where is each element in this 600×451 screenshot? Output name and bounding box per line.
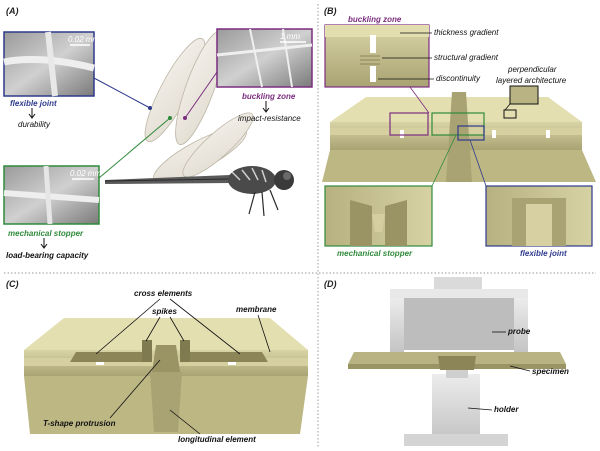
connector-mechanical-stopper — [98, 117, 171, 179]
panel-c: (C) cross elements spikes membrane T-sha… — [6, 279, 308, 444]
panel-c-label: (C) — [6, 279, 19, 289]
longitudinal-ridge-b — [446, 92, 472, 182]
durability-label: durability — [18, 120, 51, 129]
cross-elements-label: cross elements — [134, 289, 193, 298]
probe-illustration — [390, 277, 528, 352]
cross-element-right — [186, 352, 268, 362]
layered-detail — [509, 85, 539, 105]
flexible-joint-label: flexible joint — [10, 99, 57, 108]
buckling-zone-label-a: buckling zone — [242, 92, 296, 101]
specimen-label: specimen — [532, 367, 569, 376]
membrane-label: membrane — [236, 305, 277, 314]
structural-gradient-label: structural gradient — [434, 53, 499, 62]
holder-label: holder — [494, 405, 519, 414]
panel-b: (B) buckling zone thickness gradient str… — [322, 6, 596, 258]
thickness-gradient-label: thickness gradient — [434, 28, 499, 37]
dragonfly-illustration — [104, 31, 294, 217]
panel-c-specimen — [24, 318, 308, 434]
spikes-label: spikes — [152, 307, 177, 316]
sem-inset-buckling-zone: 1 mm — [216, 28, 313, 88]
load-bearing-label: load-bearing capacity — [6, 251, 89, 260]
mechanical-stopper-inset — [324, 134, 457, 247]
longitudinal-label: longitudinal element — [178, 435, 256, 444]
connector-flexible-joint — [93, 77, 151, 109]
buckling-zone-label-b: buckling zone — [348, 15, 402, 24]
panel-d-label: (D) — [324, 279, 337, 289]
perpendicular-label: perpendicular — [507, 65, 557, 74]
t-shape-label: T-shape protrusion — [43, 419, 116, 428]
longitudinal-element-c — [150, 372, 182, 432]
panel-b-label: (B) — [324, 6, 337, 16]
spike-left — [142, 340, 152, 362]
scale-bar-flexible-label: 0.02 mm — [68, 35, 99, 44]
connector-buckling-zone — [184, 71, 218, 119]
spike-right — [180, 340, 190, 362]
specimen-d — [348, 352, 566, 370]
layered-architecture-label: layered architecture — [496, 76, 567, 85]
panel-a: (A) 0.02 mm flexible join — [3, 6, 313, 260]
layered-marker — [503, 109, 517, 119]
flexible-joint-inset — [469, 139, 593, 247]
cross-element-left — [70, 352, 150, 362]
dragonfly-head — [274, 170, 294, 190]
mechanical-stopper-label-b: mechanical stopper — [337, 249, 413, 258]
sem-inset-flexible-joint: 0.02 mm — [3, 31, 99, 97]
impact-resistance-label: impact-resistance — [238, 114, 301, 123]
buckling-zone-marker — [389, 112, 429, 136]
dragonfly-wing-4 — [182, 112, 254, 178]
scale-bar-stopper-label: 0.02 mm — [70, 169, 101, 178]
sem-inset-mechanical-stopper: 0.02 mm — [3, 165, 101, 225]
t-shape-center — [152, 345, 180, 372]
mechanical-stopper-label-a: mechanical stopper — [8, 229, 84, 238]
discontinuity-label: discontinuity — [436, 74, 481, 83]
joint-marker — [457, 125, 485, 141]
scale-bar-buckling-label: 1 mm — [280, 32, 300, 41]
panel-b-specimen — [322, 85, 596, 182]
buckling-zone-inset — [324, 24, 430, 88]
probe-label: probe — [507, 327, 531, 336]
flexible-joint-label-b: flexible joint — [520, 249, 567, 258]
dragonfly-thorax — [228, 166, 276, 194]
panel-a-label: (A) — [6, 6, 19, 16]
holder-illustration — [404, 370, 508, 446]
panel-d: (D) probe specimen holder — [324, 277, 569, 446]
